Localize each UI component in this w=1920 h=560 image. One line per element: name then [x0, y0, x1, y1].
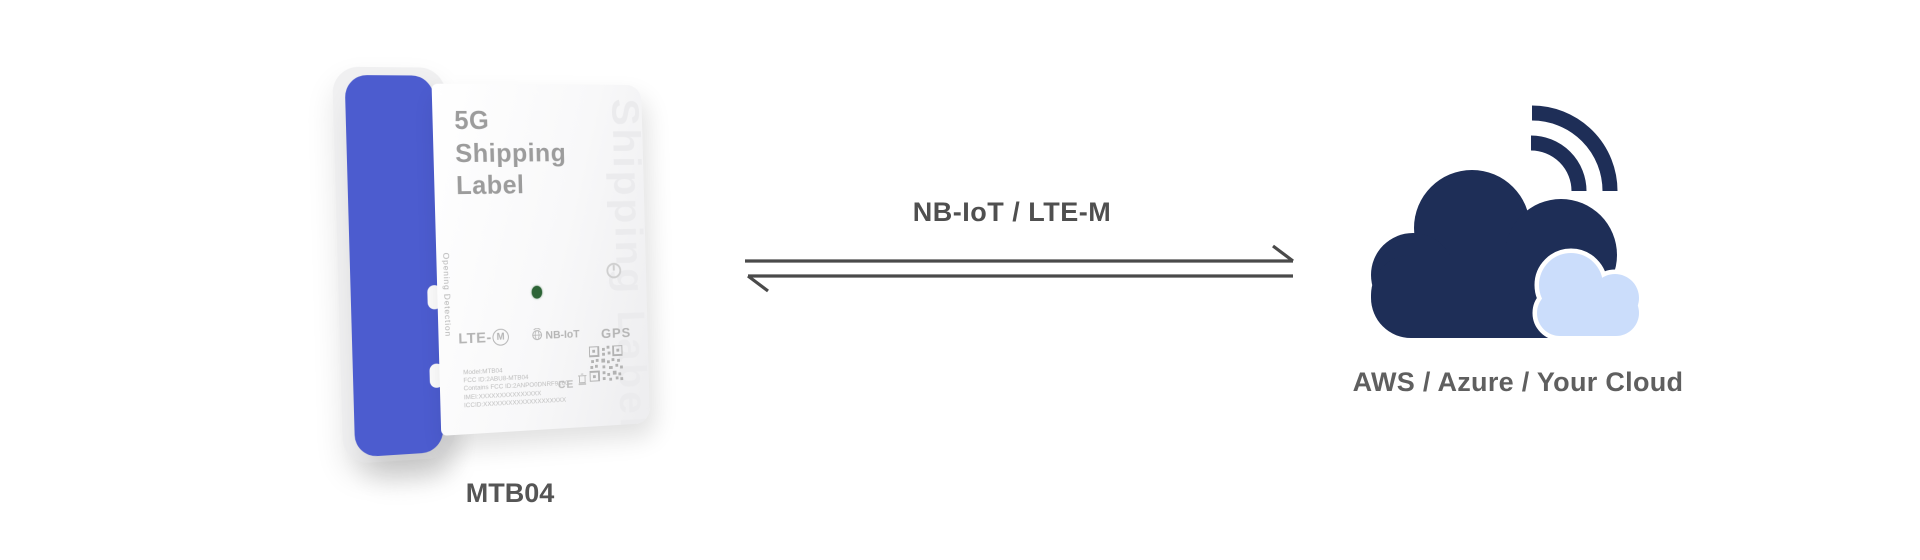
device-blue-spine: [344, 74, 444, 458]
device-label-face: Shipping Label 5G Shipping Label Opening…: [431, 83, 651, 436]
gps-badge: GPS: [600, 323, 632, 341]
arrowhead-right-icon: [1272, 244, 1294, 263]
globe-icon: [531, 327, 544, 343]
shipping-label-device: Shipping Label 5G Shipping Label Opening…: [331, 65, 662, 471]
connection-protocol-label: NB-IoT / LTE-M: [912, 197, 1112, 227]
connection-arrows: [745, 244, 1294, 293]
signal-waves-icon: [1530, 105, 1618, 192]
lte-m-badge: LTE-M: [458, 328, 510, 348]
lte-m-circle-icon: M: [492, 328, 510, 347]
cloud-platform-icon: [1371, 105, 1644, 341]
power-button-icon: [605, 262, 622, 285]
weee-bin-icon: [578, 372, 588, 390]
compliance-text: Model:MTB04 FCC ID:2ABU8-MTB04 Contains …: [463, 364, 572, 410]
small-cloud-icon: [1537, 253, 1639, 336]
ce-mark: CE: [557, 378, 575, 392]
led-indicator: [531, 285, 543, 299]
arrowhead-left-icon: [747, 274, 769, 293]
qr-code: [589, 345, 623, 387]
device-title: 5G Shipping Label: [453, 104, 567, 201]
certification-marks: CE: [558, 372, 588, 391]
nb-iot-badge: NB-IoT: [531, 326, 580, 344]
opening-detection-label: Opening Detection: [441, 252, 454, 338]
device-model-caption: MTB04: [465, 478, 555, 508]
radio-badges-row: LTE-M NB-IoT GPS: [458, 323, 632, 348]
cloud-platform-caption: AWS / Azure / Your Cloud: [1352, 367, 1684, 397]
